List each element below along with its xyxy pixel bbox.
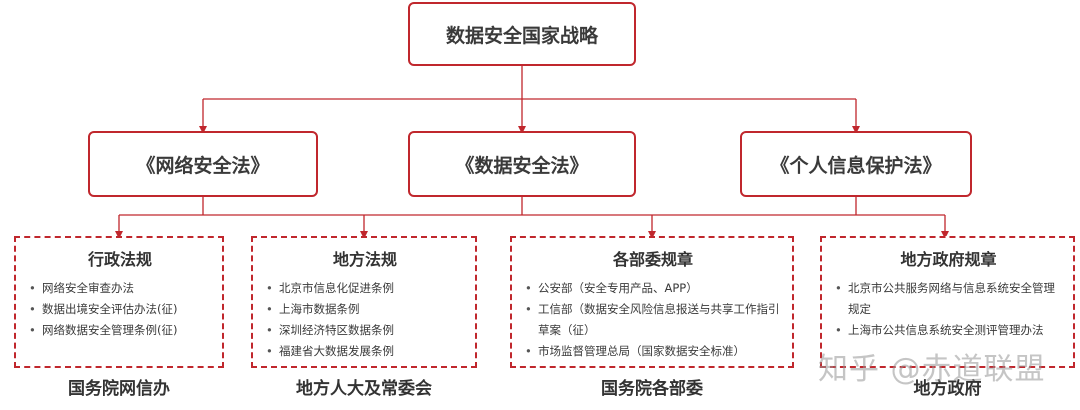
category-list: 北京市公共服务网络与信息系统安全管理 规定 上海市公共信息系统安全测评管理办法 [834,278,1063,341]
category-list: 公安部（安全专用产品、APP） 工信部（数据安全风险信息报送与共享工作指引 草案… [524,278,782,362]
list-item: 上海市数据条例 [265,299,465,320]
category-list: 网络安全审查办法 数据出境安全评估办法(征) 网络数据安全管理条例(征) [28,278,212,341]
footer-label: 国务院网信办 [68,379,170,399]
national-strategy-box: 数据安全国家战略 [408,2,636,66]
list-item-continuation: 规定 [848,302,871,316]
category-title: 地方政府规章 [900,250,997,269]
category-admin-regulations: 行政法规 网络安全审查办法 数据出境安全评估办法(征) 网络数据安全管理条例(征… [14,236,224,368]
footer-label: 地方人大及常委会 [296,379,432,399]
list-item: 网络数据安全管理条例(征) [28,320,212,341]
list-item: 数据出境安全评估办法(征) [28,299,212,320]
category-list: 北京市信息化促进条例 上海市数据条例 深圳经济特区数据条例 福建省大数据发展条例 [265,278,465,362]
category-local-regulations: 地方法规 北京市信息化促进条例 上海市数据条例 深圳经济特区数据条例 福建省大数… [251,236,477,368]
list-item: 福建省大数据发展条例 [265,341,465,362]
list-item: 北京市信息化促进条例 [265,278,465,299]
list-item: 工信部（数据安全风险信息报送与共享工作指引 [524,299,782,320]
watermark: 知乎 @赤道联盟 [818,352,1046,387]
category-title: 行政法规 [87,250,152,269]
list-item: 北京市公共服务网络与信息系统安全管理 [834,278,1063,299]
personal-info-law-box: 《个人信息保护法》 [740,131,972,197]
category-title: 地方法规 [332,250,397,269]
list-item-continuation: 草案（征） [538,323,596,337]
data-security-law-box: 《数据安全法》 [408,131,636,197]
footer-label: 国务院各部委 [601,379,703,399]
list-item: 公安部（安全专用产品、APP） [524,278,782,299]
category-title: 各部委规章 [612,250,693,269]
category-ministry-rules: 各部委规章 公安部（安全专用产品、APP） 工信部（数据安全风险信息报送与共享工… [510,236,794,368]
list-item: 网络安全审查办法 [28,278,212,299]
list-item: 深圳经济特区数据条例 [265,320,465,341]
list-item: 市场监督管理总局（国家数据安全标准） [524,341,782,362]
list-item: 上海市公共信息系统安全测评管理办法 [834,320,1063,341]
category-local-gov-rules: 地方政府规章 北京市公共服务网络与信息系统安全管理 规定 上海市公共信息系统安全… [820,236,1075,368]
footer-label: 地方政府 [913,379,982,399]
cybersecurity-law-box: 《网络安全法》 [88,131,318,197]
